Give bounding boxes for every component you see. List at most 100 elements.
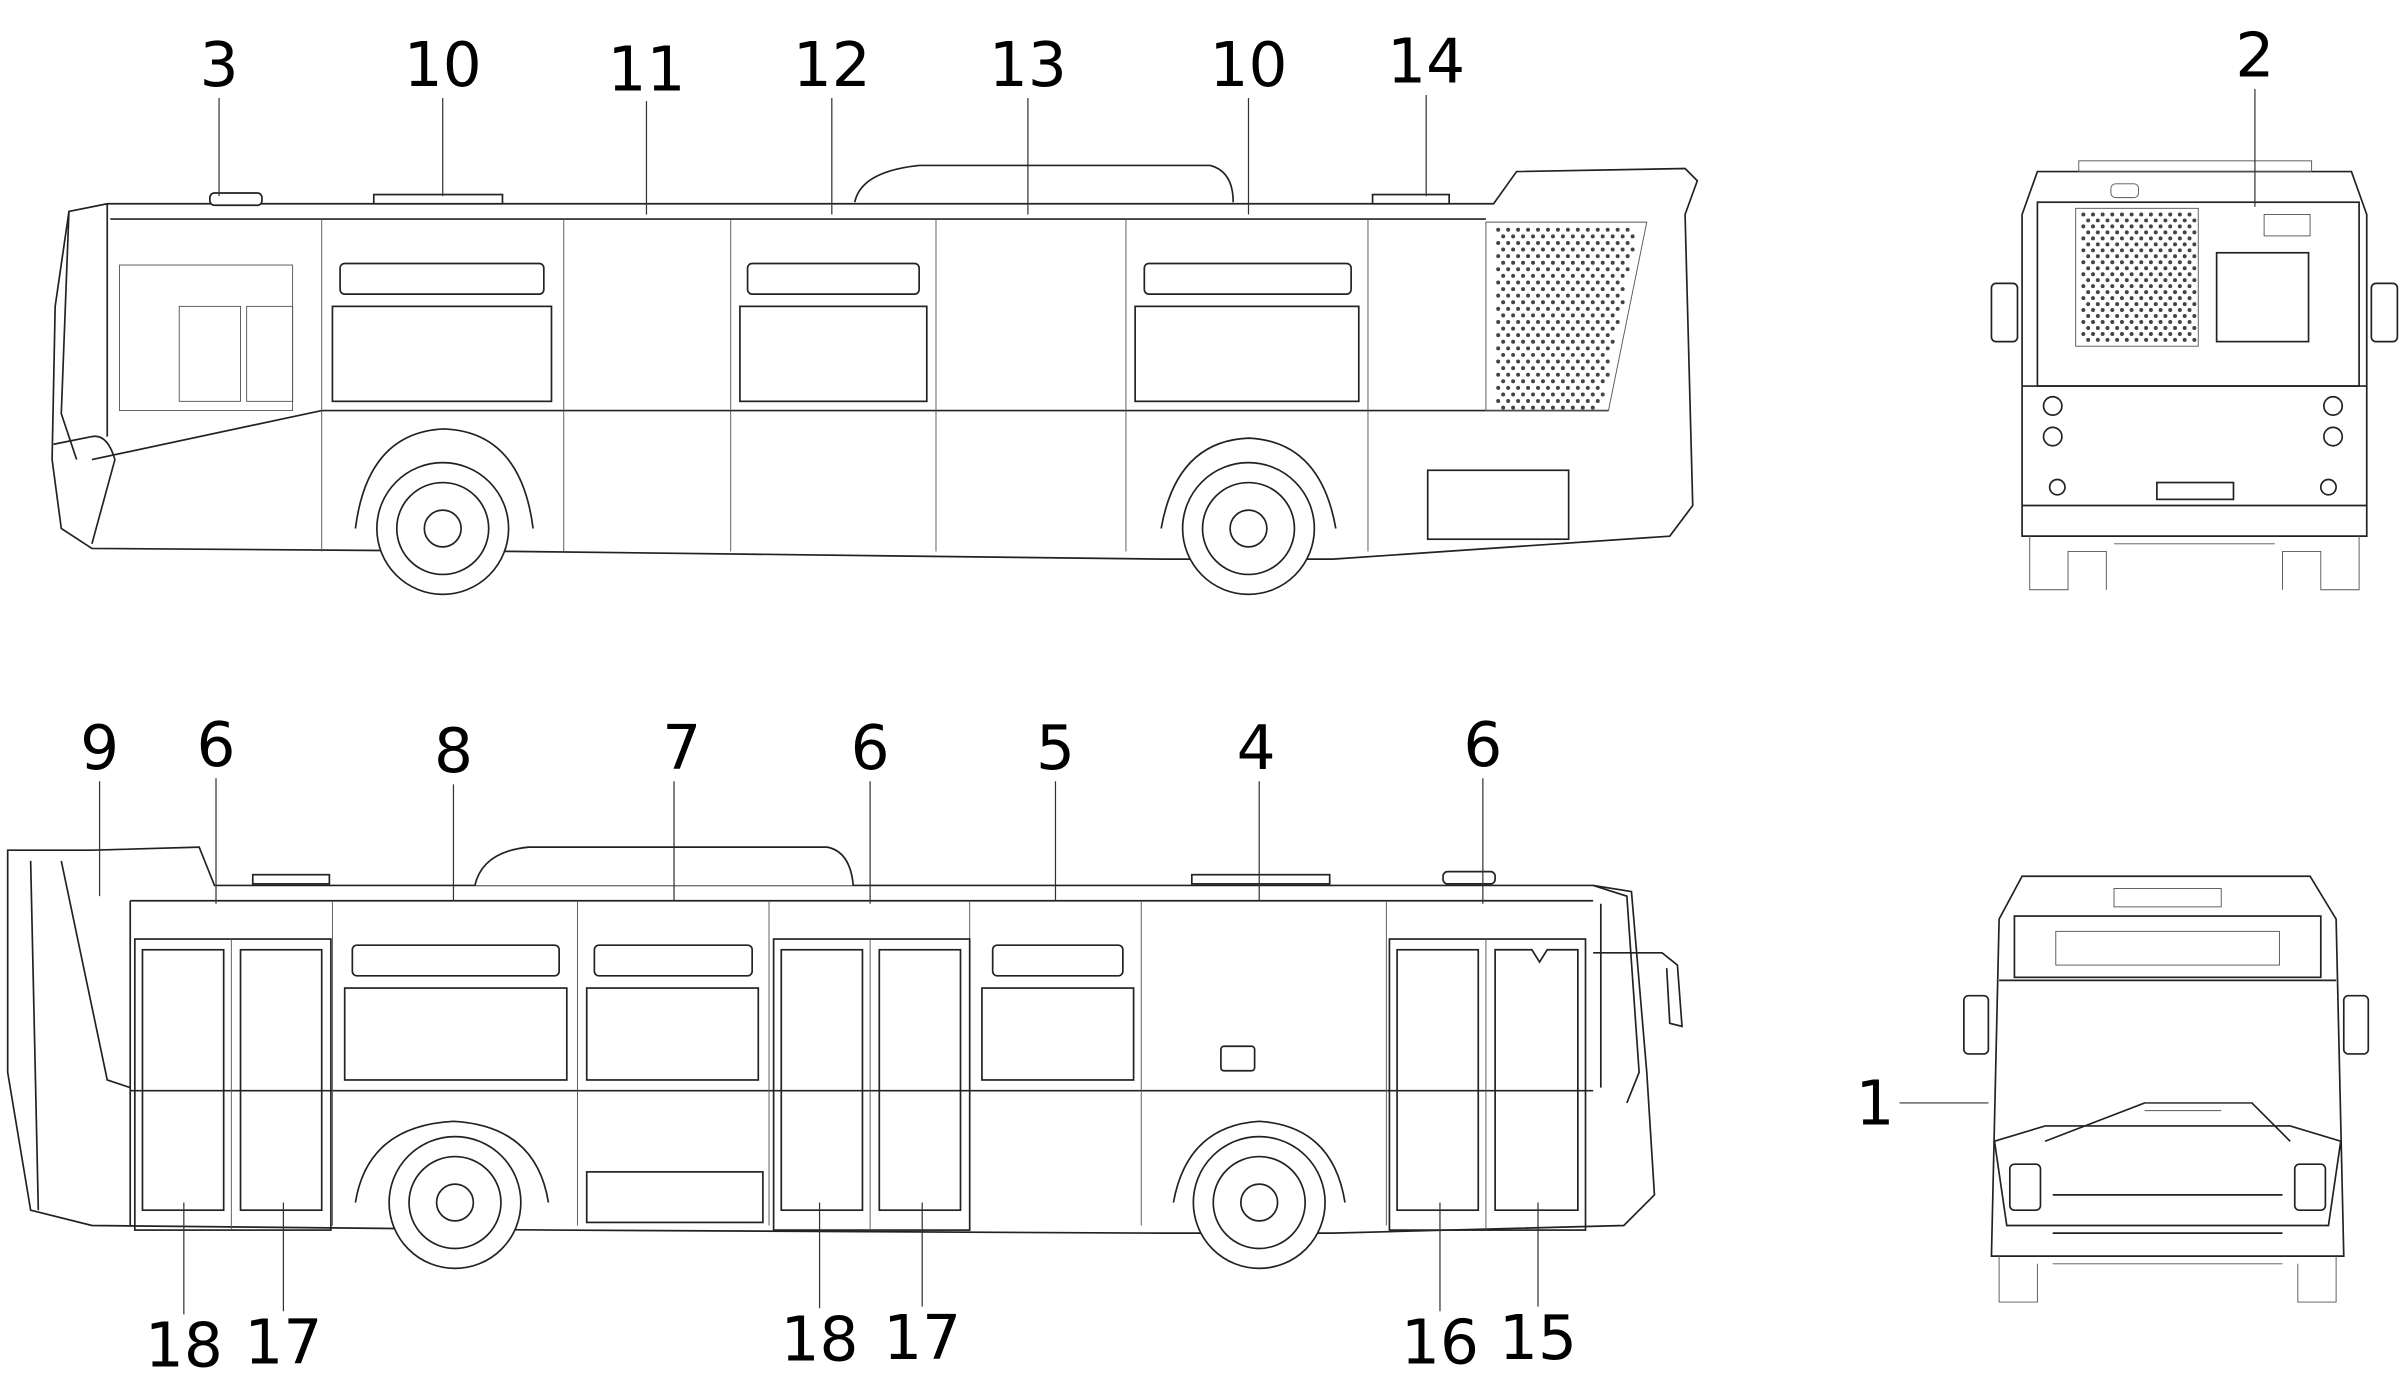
- grille-hole: [2139, 284, 2144, 289]
- grille-hole: [1526, 399, 1531, 404]
- wheel-rear: [388, 1135, 522, 1270]
- grille-hole: [1550, 247, 1555, 252]
- grille-hole: [1501, 392, 1506, 397]
- grille-hole: [2158, 260, 2163, 265]
- grille-hole: [1590, 392, 1595, 397]
- grille-hole: [1580, 379, 1585, 384]
- rear-grille: [2081, 212, 2197, 342]
- grille-hole: [2100, 320, 2105, 324]
- grille-hole: [1521, 273, 1526, 278]
- grille-hole: [1570, 234, 1575, 239]
- grille-hole: [1511, 234, 1516, 239]
- grille-hole: [2110, 331, 2115, 336]
- grille-hole: [1605, 333, 1610, 338]
- grille-hole: [1521, 392, 1526, 397]
- grille-hole: [2134, 242, 2139, 247]
- grille-hole: [2124, 254, 2129, 259]
- grille-hole: [1550, 234, 1555, 239]
- grille-hole: [1521, 352, 1526, 357]
- grille-hole: [1600, 313, 1605, 318]
- grille-hole: [1506, 267, 1511, 272]
- grille-hole: [1531, 339, 1536, 344]
- grille-hole: [2192, 266, 2197, 271]
- callout-label: 14: [1387, 27, 1465, 98]
- grille-hole: [2148, 320, 2153, 324]
- grille-hole: [1540, 405, 1545, 410]
- bus-rear-view: 2: [1990, 21, 2399, 591]
- door-rear: [133, 938, 332, 1231]
- grille-hole: [2144, 218, 2149, 223]
- grille-hole: [2100, 308, 2105, 313]
- grille-hole: [2177, 272, 2182, 277]
- grille-hole: [1580, 313, 1585, 318]
- grille-hole: [1615, 320, 1620, 324]
- grille-hole: [2144, 278, 2149, 283]
- grille-hole: [1590, 379, 1595, 384]
- grille-hole: [2139, 272, 2144, 277]
- grille-hole: [2163, 290, 2168, 295]
- grille-hole: [1506, 280, 1511, 285]
- grille-hole: [1590, 287, 1595, 292]
- grille-hole: [2095, 230, 2100, 235]
- grille-hole: [1580, 300, 1585, 305]
- grille-hole: [2110, 248, 2115, 253]
- grille-hole: [1501, 326, 1506, 331]
- grille-hole: [2129, 296, 2134, 301]
- grille-hole: [1590, 352, 1595, 357]
- grille-hole: [1600, 326, 1605, 331]
- grille-hole: [1595, 293, 1600, 298]
- grille-hole: [1540, 339, 1545, 344]
- grille-hole: [2110, 272, 2115, 277]
- grille-hole: [2168, 260, 2173, 265]
- grille-hole: [1565, 306, 1570, 311]
- grille-hole: [2163, 278, 2168, 283]
- grille-hole: [1550, 273, 1555, 278]
- grille-hole: [2105, 266, 2110, 271]
- grille-hole: [1595, 399, 1600, 404]
- wheel-front: [1181, 461, 1316, 596]
- grille-hole: [2091, 320, 2095, 324]
- grille-hole: [2173, 314, 2178, 319]
- grille-hole: [1511, 405, 1516, 410]
- grille-hole: [1615, 227, 1620, 232]
- grille-hole: [2139, 320, 2144, 324]
- grille-hole: [2153, 230, 2158, 235]
- grille-hole: [2115, 218, 2120, 223]
- grille-hole: [2081, 308, 2086, 313]
- grille-hole: [1595, 333, 1600, 338]
- grille-hole: [2100, 260, 2105, 265]
- grille-hole: [1600, 260, 1605, 265]
- grille-hole: [1496, 399, 1501, 404]
- grille-hole: [2177, 308, 2182, 313]
- grille-hole: [1521, 260, 1526, 265]
- grille-hole: [2139, 308, 2144, 313]
- grille-hole: [2192, 302, 2197, 307]
- grille-hole: [1575, 359, 1580, 364]
- grille-hole: [2182, 290, 2187, 295]
- grille-hole: [1605, 280, 1610, 285]
- wheel-front: [1192, 1135, 1326, 1270]
- grille-hole: [2095, 278, 2100, 283]
- grille-hole: [1560, 326, 1565, 331]
- grille-hole: [1531, 247, 1536, 252]
- grille-hole: [1545, 306, 1550, 311]
- grille-hole: [2163, 218, 2168, 223]
- grille-hole: [1555, 306, 1560, 311]
- grille-hole: [1560, 392, 1565, 397]
- grille-hole: [2100, 212, 2105, 217]
- grille-hole: [1506, 359, 1511, 364]
- grille-hole: [1516, 306, 1521, 311]
- grille-hole: [2163, 266, 2168, 271]
- grille-hole: [1575, 372, 1580, 377]
- engine-grille: [1496, 227, 1635, 410]
- grille-hole: [1511, 287, 1516, 292]
- grille-hole: [2144, 254, 2149, 259]
- callout-label: 10: [1210, 30, 1288, 101]
- grille-hole: [1615, 267, 1620, 272]
- grille-hole: [2091, 260, 2095, 265]
- grille-hole: [2148, 236, 2153, 241]
- grille-hole: [2081, 224, 2086, 229]
- grille-hole: [1540, 234, 1545, 239]
- grille-hole: [1555, 333, 1560, 338]
- grille-hole: [1585, 385, 1590, 390]
